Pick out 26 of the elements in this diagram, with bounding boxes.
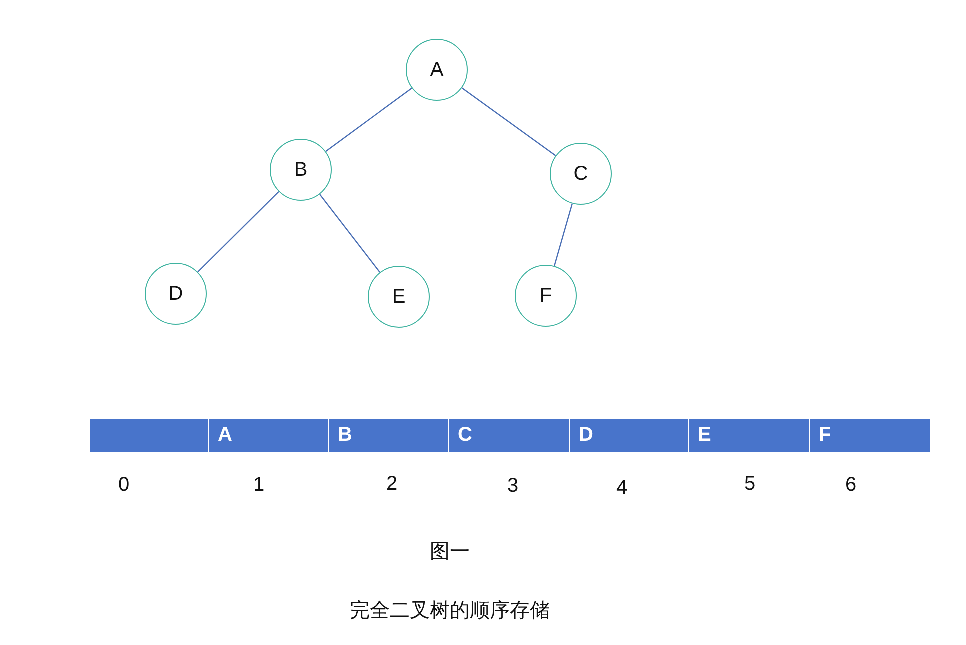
index-number: 3: [508, 475, 519, 498]
figure-label: 图一: [430, 540, 470, 565]
cell-letter: B: [338, 424, 352, 447]
tree-edge: [462, 88, 556, 156]
tree-edge: [319, 194, 381, 273]
cell-letter: E: [698, 424, 712, 447]
index-number: 5: [744, 473, 756, 496]
tree-node-circle: D: [145, 263, 207, 325]
figure-title: 完全二叉树的顺序存储: [350, 599, 550, 624]
index-number: 4: [616, 477, 628, 500]
tree-node-circle: A: [406, 39, 468, 101]
tree-node-circle: E: [368, 266, 430, 328]
tree-node-circle: B: [270, 139, 332, 201]
tree-node-circle: C: [550, 143, 612, 205]
tree-edge: [326, 88, 412, 152]
cell-letter: A: [218, 424, 232, 447]
index-number: 0: [118, 474, 130, 497]
cell-letter: C: [458, 424, 472, 447]
tree-edge: [554, 204, 574, 266]
tree-node-circle: F: [515, 265, 577, 327]
index-number: 2: [386, 473, 398, 496]
index-number: 1: [254, 474, 265, 497]
cell-letter: D: [579, 424, 594, 447]
cell-letter: F: [819, 424, 832, 447]
tree-edge: [198, 191, 280, 273]
index-number: 6: [846, 474, 857, 497]
